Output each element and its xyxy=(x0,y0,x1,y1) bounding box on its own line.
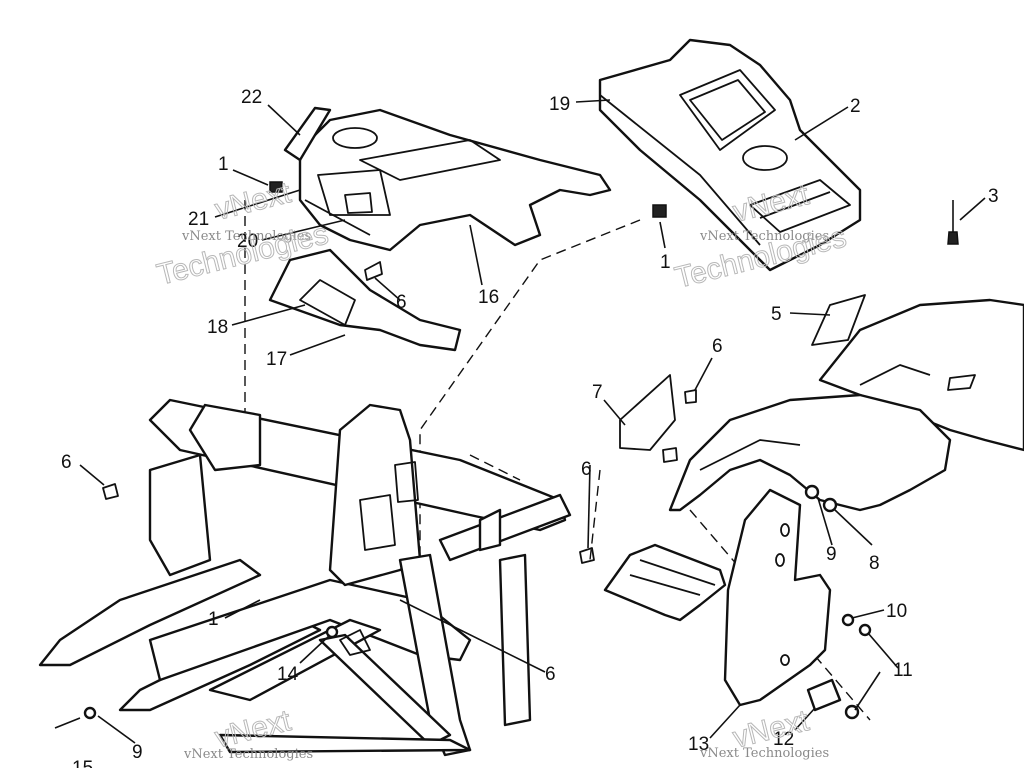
callout-17: 17 xyxy=(266,349,287,370)
callout-20: 20 xyxy=(237,231,258,252)
callout-8: 8 xyxy=(869,553,880,574)
part-front-fairing xyxy=(298,108,612,252)
callout-14: 14 xyxy=(277,664,299,685)
watermark-text-4: vNext Technologies xyxy=(699,746,829,761)
callout-18: 18 xyxy=(207,317,228,338)
callout-6-frame: 6 xyxy=(61,452,72,473)
callout-13: 13 xyxy=(688,734,709,755)
callout-9-frame: 9 xyxy=(132,742,143,763)
callout-10: 10 xyxy=(886,601,907,622)
callout-3: 3 xyxy=(988,186,999,207)
callout-6-fairing: 6 xyxy=(396,292,407,313)
watermark-big-1a: vNext xyxy=(212,176,295,227)
callout-leaders xyxy=(79,99,986,744)
callout-22: 22 xyxy=(241,87,262,108)
part-decals xyxy=(619,294,866,451)
assembly-guide-lines xyxy=(244,200,871,721)
callout-1-frame: 1 xyxy=(208,609,219,630)
callout-6-fender: 6 xyxy=(712,336,723,357)
part-front-fender xyxy=(668,393,952,512)
callout-11: 11 xyxy=(893,660,913,681)
part-antenna xyxy=(947,200,959,245)
part-mud-flap xyxy=(723,488,832,707)
part-footrest xyxy=(603,543,727,622)
callout-16: 16 xyxy=(478,287,499,308)
part-dash-console xyxy=(598,38,862,272)
watermark-text-3: vNext Technologies xyxy=(183,747,313,762)
watermark-text-2: vNext Technologies xyxy=(699,229,829,244)
callout-labels: 22 19 2 3 1 21 20 1 6 16 5 18 17 6 7 6 6… xyxy=(61,87,999,768)
callout-7: 7 xyxy=(592,382,603,403)
callout-6-center: 6 xyxy=(545,664,556,685)
callout-21: 21 xyxy=(188,209,209,230)
callout-5: 5 xyxy=(771,304,782,325)
callout-1-console: 1 xyxy=(660,252,671,273)
callout-19: 19 xyxy=(549,94,570,115)
watermark-text-1: vNext Technologies xyxy=(181,229,311,244)
callout-12: 12 xyxy=(773,729,794,750)
callout-9-fender: 9 xyxy=(826,544,837,565)
part-lower-panel xyxy=(268,248,462,352)
part-bracket xyxy=(806,678,842,712)
callout-1-top: 1 xyxy=(218,154,229,175)
callout-15: 15 xyxy=(72,758,93,768)
callout-6-footrest: 6 xyxy=(581,459,592,480)
part-main-frame xyxy=(38,398,572,757)
part-22-trim xyxy=(283,106,332,162)
callout-2: 2 xyxy=(850,96,861,117)
